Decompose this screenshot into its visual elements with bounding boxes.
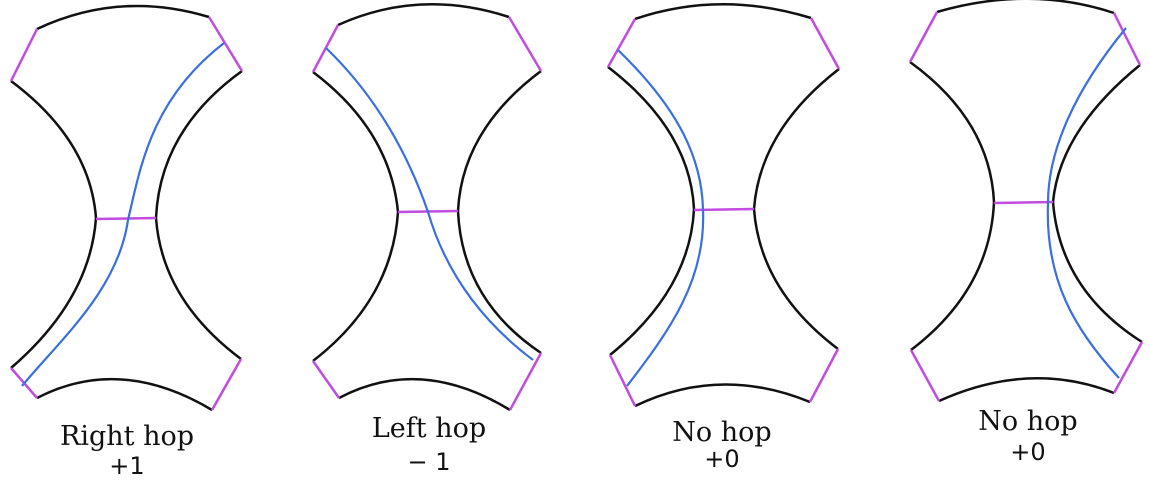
panel-value: +1 [109, 452, 144, 480]
panel-no-hop-left: No hop +0 [606, 3, 841, 473]
cut-bottom-right [808, 348, 840, 403]
cut-top-right [207, 16, 244, 72]
panel-caption: Left hop [372, 413, 486, 444]
top-edge [337, 3, 510, 27]
path-curve [1046, 27, 1127, 379]
bottom-edge [338, 377, 511, 412]
path-curve [617, 49, 705, 387]
bottom-edge [634, 383, 811, 408]
right-edge-upper [154, 69, 243, 219]
bottom-edge [36, 377, 213, 412]
panel-left-hop: Left hop − 1 [311, 3, 543, 476]
cut-top-left [9, 28, 39, 82]
panel-value: +0 [1010, 438, 1045, 466]
panel-value: − 1 [407, 448, 450, 476]
right-edge-upper [752, 68, 840, 210]
panel-no-hop-right: No hop +0 [908, 0, 1144, 466]
left-edge-upper [607, 66, 696, 210]
panel-caption: No hop [672, 417, 771, 448]
cut-top-left [311, 24, 340, 73]
bottom-edge [938, 377, 1115, 403]
cut-bottom-left [608, 354, 637, 407]
panel-caption: No hop [978, 406, 1077, 437]
cut-bottom-right [508, 352, 543, 411]
right-edge-upper [456, 69, 542, 212]
top-edge [936, 0, 1115, 15]
panel-right-hop: Right hop +1 [9, 4, 244, 480]
left-edge-upper [909, 60, 996, 203]
left-edge-lower [312, 211, 400, 362]
top-edge [634, 3, 812, 21]
left-edge-lower [910, 201, 996, 351]
cut-top-left [908, 11, 939, 63]
cut-top-right [507, 16, 543, 72]
panel-value: +0 [704, 445, 739, 473]
waist-segment [95, 216, 157, 221]
cut-bottom-left [909, 349, 941, 402]
right-edge-lower [1051, 201, 1143, 344]
top-edge [36, 4, 210, 31]
left-edge-lower [609, 208, 696, 356]
cut-top-right [1112, 12, 1142, 66]
cut-top-right [809, 17, 841, 70]
left-edge-upper [10, 79, 98, 219]
cut-top-left [606, 18, 637, 68]
left-edge-lower [10, 217, 98, 369]
right-edge-lower [154, 217, 242, 361]
cut-bottom-left [311, 360, 341, 399]
right-edge-lower [752, 208, 839, 350]
cut-bottom-right [1112, 341, 1144, 394]
cut-bottom-right [210, 358, 243, 411]
waist-segment [993, 200, 1054, 205]
path-curve [325, 47, 534, 361]
right-edge-lower [456, 210, 542, 355]
left-edge-upper [312, 71, 400, 213]
path-curve [21, 42, 225, 387]
panel-caption: Right hop [60, 421, 194, 452]
right-edge-upper [1051, 64, 1141, 203]
